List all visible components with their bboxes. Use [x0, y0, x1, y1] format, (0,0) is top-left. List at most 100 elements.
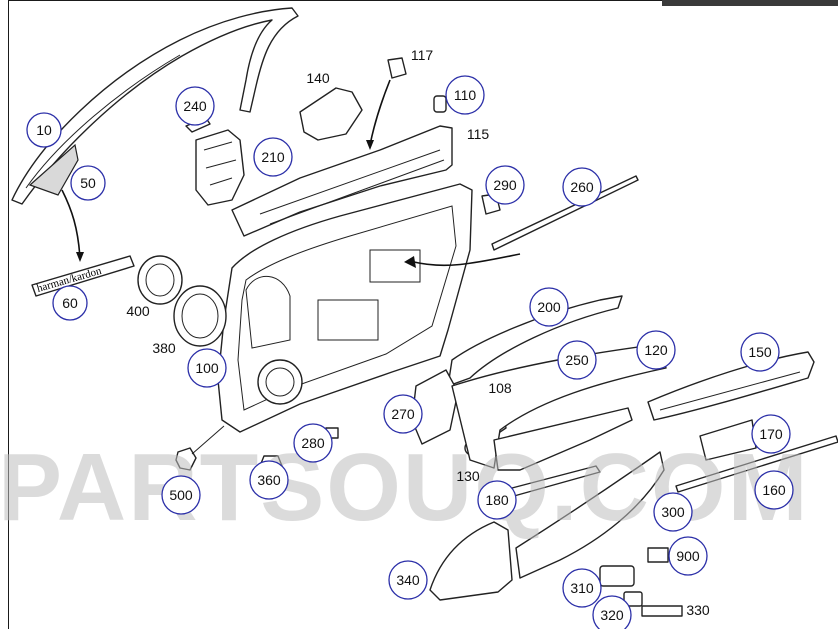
- part-armrest: [647, 351, 815, 421]
- callout-50[interactable]: 50: [70, 165, 106, 201]
- callout-160[interactable]: 160: [754, 470, 794, 510]
- part-label-108[interactable]: 108: [488, 380, 512, 396]
- callout-label-120: 120: [644, 342, 668, 358]
- callout-layer: 10 50 60 100 110 120 150 170 160 180 200 210 240 250 2…: [26, 75, 794, 629]
- callout-360[interactable]: 360: [249, 460, 289, 500]
- callout-label-360: 360: [257, 472, 281, 488]
- part-plug-110: [433, 95, 447, 113]
- callout-label-250: 250: [565, 352, 589, 368]
- callout-ring-200: [529, 287, 569, 327]
- part-label-140[interactable]: 140: [306, 70, 330, 86]
- part-window-trim: [11, 7, 299, 205]
- plain-label-layer: 117 115 140 400 380 108 130 330: [126, 47, 710, 618]
- part-label-330[interactable]: 330: [686, 602, 710, 618]
- callout-310[interactable]: 310: [562, 568, 602, 608]
- part-lock-bracket-detail: [203, 141, 237, 186]
- callout-170[interactable]: 170: [751, 414, 791, 454]
- part-harman-kardon-badge: harman/kardon: [31, 255, 135, 297]
- callout-label-320: 320: [600, 607, 624, 623]
- callout-340[interactable]: 340: [388, 560, 428, 600]
- callout-320[interactable]: 320: [592, 595, 632, 629]
- callout-500[interactable]: 500: [161, 475, 201, 515]
- callout-ring-310: [562, 568, 602, 608]
- leader-arrowhead-117: [366, 140, 374, 150]
- part-sill-strip-holes: [259, 149, 445, 225]
- callout-10[interactable]: 10: [26, 112, 62, 148]
- callout-250[interactable]: 250: [557, 340, 597, 380]
- leader-50-60: [61, 189, 81, 259]
- callout-label-10: 10: [36, 122, 52, 138]
- callout-label-500: 500: [169, 487, 193, 503]
- callout-label-50: 50: [80, 175, 96, 191]
- callout-110[interactable]: 110: [445, 75, 485, 115]
- callout-label-110: 110: [454, 87, 477, 103]
- callout-label-100: 100: [195, 360, 219, 376]
- part-door-speaker-opening: [257, 359, 303, 405]
- callout-ring-110: [445, 75, 485, 115]
- callout-ring-120: [636, 330, 676, 370]
- callout-260[interactable]: 260: [562, 167, 602, 207]
- callout-label-150: 150: [748, 344, 772, 360]
- callout-150[interactable]: 150: [740, 332, 780, 372]
- callout-900[interactable]: 900: [668, 536, 708, 576]
- part-speaker-ring-inner: [145, 263, 175, 297]
- part-wrench-500: [175, 447, 197, 471]
- part-lower-grille: [429, 521, 513, 601]
- callout-ring-100: [187, 348, 227, 388]
- callout-ring-320: [592, 595, 632, 629]
- part-mirror-triangle: [28, 143, 79, 196]
- part-label-380[interactable]: 380: [152, 340, 176, 356]
- callout-240[interactable]: 240: [175, 86, 215, 126]
- callout-ring-160: [754, 470, 794, 510]
- callout-label-60: 60: [62, 295, 78, 311]
- part-lower-weatherstrip: [675, 435, 838, 493]
- part-label-115[interactable]: 115: [467, 126, 490, 142]
- frame-border-left: [8, 0, 9, 629]
- callout-ring-250: [557, 340, 597, 380]
- part-map-pocket: [515, 451, 665, 579]
- part-310: [599, 565, 635, 587]
- part-320: [623, 591, 643, 607]
- part-label-400[interactable]: 400: [126, 303, 150, 319]
- callout-ring-50: [70, 165, 106, 201]
- part-speaker-ring: [137, 255, 183, 305]
- callout-label-210: 210: [261, 149, 285, 165]
- part-speaker-bracket: [299, 87, 363, 141]
- callout-ring-360: [249, 460, 289, 500]
- callout-label-340: 340: [396, 572, 420, 588]
- callout-280[interactable]: 280: [293, 423, 333, 463]
- callout-label-900: 900: [676, 548, 700, 564]
- callout-label-280: 280: [301, 435, 325, 451]
- callout-label-160: 160: [762, 482, 786, 498]
- callout-210[interactable]: 210: [253, 137, 293, 177]
- callout-label-170: 170: [759, 426, 783, 442]
- part-speaker-grille-inner: [181, 293, 219, 339]
- callout-label-200: 200: [537, 299, 561, 315]
- callout-290[interactable]: 290: [485, 165, 525, 205]
- callout-100[interactable]: 100: [187, 348, 227, 388]
- callout-270[interactable]: 270: [383, 394, 423, 434]
- callout-180[interactable]: 180: [477, 480, 517, 520]
- leader-arrowhead-60: [76, 252, 84, 262]
- leader-117: [369, 79, 391, 146]
- part-label-130[interactable]: 130: [456, 468, 480, 484]
- callout-ring-10: [26, 112, 62, 148]
- callout-ring-180: [477, 480, 517, 520]
- callout-300[interactable]: 300: [653, 492, 693, 532]
- callout-label-260: 260: [570, 179, 594, 195]
- part-main-trim: [451, 343, 667, 469]
- part-armrest-detail: [659, 371, 801, 411]
- part-330: [641, 605, 683, 617]
- part-label-117[interactable]: 117: [411, 47, 434, 63]
- callout-label-290: 290: [493, 177, 517, 193]
- frame-corner-bar: [662, 0, 838, 6]
- callout-60[interactable]: 60: [52, 285, 88, 321]
- callout-200[interactable]: 200: [529, 287, 569, 327]
- frame-border-top: [8, 0, 838, 1]
- callout-120[interactable]: 120: [636, 330, 676, 370]
- part-door-cutout-1: [317, 299, 379, 341]
- part-main-trim-lower: [493, 407, 633, 471]
- callout-ring-60: [52, 285, 88, 321]
- callout-ring-210: [253, 137, 293, 177]
